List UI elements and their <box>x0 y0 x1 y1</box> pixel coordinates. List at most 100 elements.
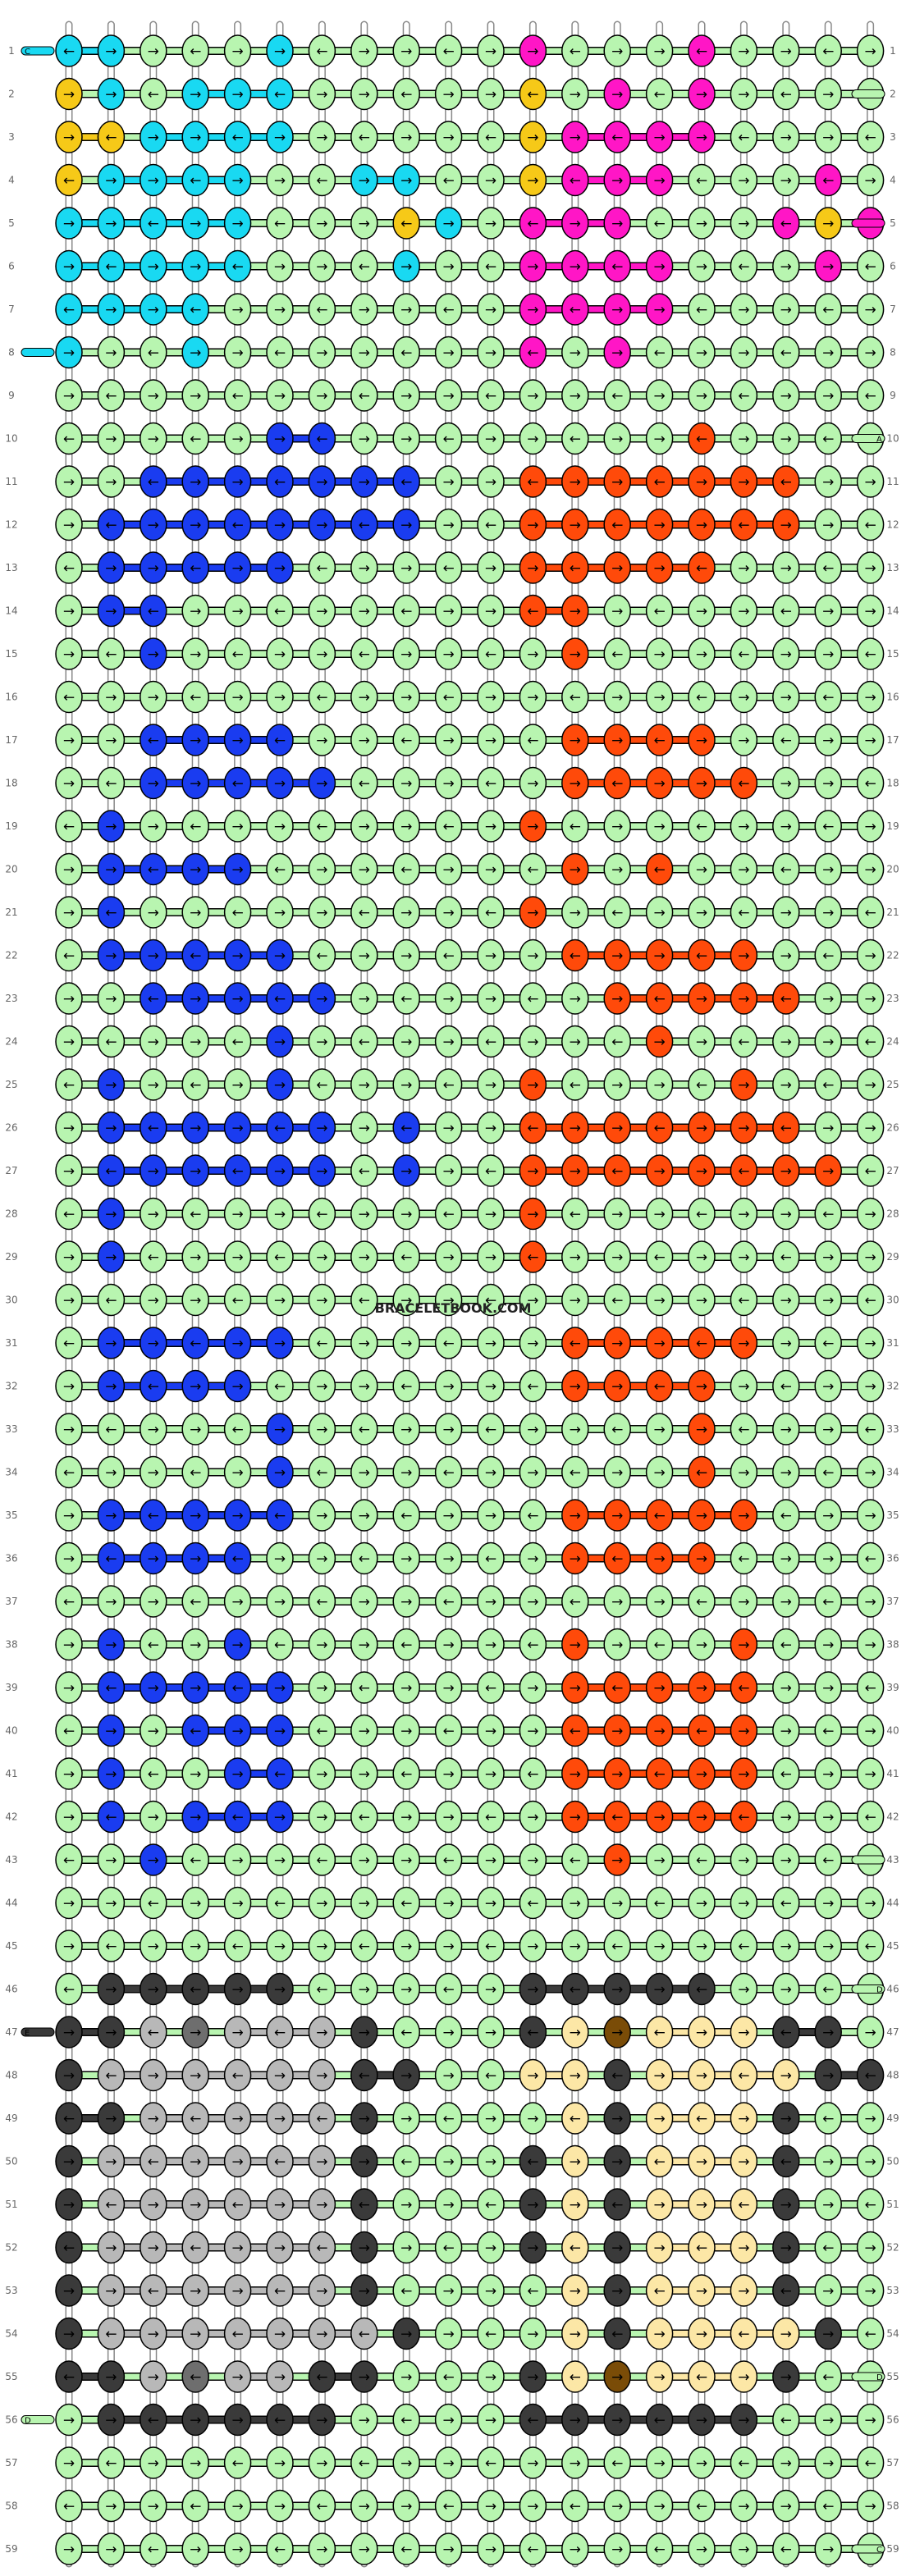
knot-direction-arrow: ← <box>105 1939 117 1955</box>
knot <box>392 551 420 584</box>
knot-direction-arrow: → <box>653 1422 665 1438</box>
knot <box>97 1628 126 1661</box>
knot <box>772 508 800 541</box>
row-label-left: 34 <box>5 1467 17 1478</box>
knot <box>688 1413 716 1446</box>
row-label-right: 22 <box>886 950 899 961</box>
knot <box>266 422 294 455</box>
knot-direction-arrow: → <box>653 2111 665 2127</box>
knot <box>477 1886 505 1920</box>
knot-direction-arrow: → <box>527 432 538 448</box>
knot <box>772 163 800 197</box>
knot-direction-arrow: ← <box>738 1293 749 1309</box>
knot-direction-arrow: → <box>63 87 75 103</box>
knot-direction-arrow: ← <box>400 87 412 103</box>
knot-direction-arrow: → <box>359 2111 370 2127</box>
knot-direction-arrow: → <box>274 2111 286 2127</box>
knot <box>350 422 378 455</box>
knot-direction-arrow: → <box>148 1982 159 1998</box>
knot-direction-arrow: → <box>611 302 623 318</box>
knot-direction-arrow: → <box>231 733 243 749</box>
knot-direction-arrow: → <box>105 560 117 577</box>
knot <box>645 1197 674 1231</box>
knot <box>266 1455 294 1489</box>
knot <box>688 1369 716 1403</box>
knot-direction-arrow: → <box>738 1249 749 1266</box>
knot <box>308 896 336 929</box>
knot-direction-arrow: ← <box>485 1422 496 1438</box>
knot <box>181 1757 209 1790</box>
knot <box>223 1541 252 1575</box>
knot <box>140 1628 167 1661</box>
knot-direction-arrow: → <box>864 302 876 318</box>
knot <box>181 1886 209 1920</box>
knot <box>856 680 885 714</box>
knot-direction-arrow: → <box>780 1077 792 1094</box>
knot-direction-arrow: ← <box>400 1121 412 1137</box>
knot-direction-arrow: ← <box>485 259 496 276</box>
knot-direction-arrow: → <box>696 1293 707 1309</box>
knot-direction-arrow: ← <box>738 1422 749 1438</box>
row-label-right: 53 <box>886 2285 899 2296</box>
knot <box>55 422 83 455</box>
knot <box>350 680 378 714</box>
knot-direction-arrow: → <box>274 1077 286 1094</box>
knot-direction-arrow: → <box>274 432 286 448</box>
knot <box>350 293 378 326</box>
knot-direction-arrow: → <box>316 216 327 232</box>
row-label-right: 36 <box>886 1553 899 1564</box>
knot <box>223 810 252 843</box>
knot <box>350 465 378 498</box>
knot-direction-arrow: → <box>274 1810 286 1826</box>
knot-direction-arrow: ← <box>274 87 286 103</box>
knot <box>140 1455 167 1489</box>
knot <box>140 207 167 240</box>
knot <box>392 207 420 240</box>
knot <box>140 724 167 756</box>
row-label-right: 4 <box>890 175 896 186</box>
knot-direction-arrow: ← <box>190 690 201 706</box>
knot-direction-arrow: → <box>864 2499 876 2515</box>
knot <box>140 939 167 972</box>
knot <box>519 1499 547 1532</box>
knot-direction-arrow: → <box>653 2369 665 2386</box>
thread-end-letter: C <box>876 2546 882 2555</box>
knot-direction-arrow: ← <box>442 302 454 318</box>
knot <box>603 1843 631 1876</box>
knot-direction-arrow: → <box>274 1163 286 1180</box>
knot-direction-arrow: ← <box>485 1810 496 1826</box>
knot-direction-arrow: ← <box>780 345 792 362</box>
knot <box>97 1154 126 1187</box>
knot <box>645 1671 674 1704</box>
knot <box>856 465 885 498</box>
knot-direction-arrow: → <box>442 862 454 879</box>
knot-direction-arrow: ← <box>485 2327 496 2343</box>
knot-direction-arrow: → <box>570 259 581 276</box>
knot-direction-arrow: → <box>738 2542 749 2558</box>
knot <box>645 1541 674 1575</box>
knot-direction-arrow: → <box>231 1508 243 1524</box>
knot <box>140 77 167 111</box>
knot <box>181 1843 209 1876</box>
knot <box>97 336 126 369</box>
knot <box>814 1111 842 1144</box>
knot <box>392 680 420 714</box>
knot-direction-arrow: ← <box>738 1551 749 1568</box>
knot-direction-arrow: ← <box>190 1594 201 1610</box>
knot <box>181 293 209 326</box>
knot-direction-arrow: → <box>316 1810 327 1826</box>
knot-direction-arrow: → <box>611 1724 623 1740</box>
knot <box>856 336 885 369</box>
knot <box>434 1800 463 1834</box>
knot-direction-arrow: → <box>190 733 201 749</box>
knot-direction-arrow: → <box>274 1207 286 1223</box>
knot <box>55 1197 83 1231</box>
knot <box>645 336 674 369</box>
row-label-left: 4 <box>8 175 15 186</box>
knot <box>603 637 631 670</box>
knot-direction-arrow: ← <box>316 1465 327 1482</box>
knot-direction-arrow: → <box>570 216 581 232</box>
knot <box>814 1455 842 1489</box>
knot <box>140 508 167 541</box>
row-label-left: 14 <box>5 605 17 617</box>
